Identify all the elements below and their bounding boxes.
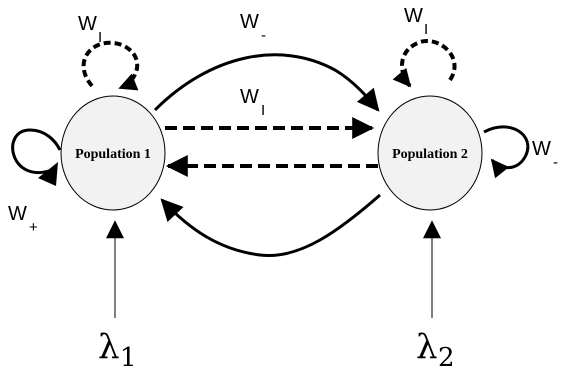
svg-text:-: - xyxy=(553,154,558,171)
svg-text:-: - xyxy=(261,27,266,44)
weight-label-cross-inhib: W I xyxy=(240,86,265,119)
self-excitation-loop-1 xyxy=(11,128,62,174)
svg-text:W: W xyxy=(78,13,97,35)
population-1-node xyxy=(60,95,166,211)
self-inhibition-loop-2 xyxy=(392,39,457,88)
input-label-lambda-2: λ 2 xyxy=(416,327,455,373)
self-loop-2 xyxy=(483,125,530,179)
svg-text:λ: λ xyxy=(416,327,438,367)
weight-label-cross-minus: W - xyxy=(240,11,266,44)
self-excitation-arrowhead-1 xyxy=(38,162,58,186)
population-1-label: Population 1 xyxy=(75,147,151,162)
input-label-lambda-1: λ 1 xyxy=(98,327,137,373)
cross-excitation-1-to-2 xyxy=(153,53,380,112)
svg-text:+: + xyxy=(29,219,38,236)
svg-text:I: I xyxy=(261,102,265,119)
weight-label-self-inhib-2: W I xyxy=(404,5,428,38)
svg-text:1: 1 xyxy=(120,343,137,373)
svg-text:W: W xyxy=(532,138,551,160)
weight-label-self-excite-1: W + xyxy=(8,203,38,236)
weight-label-self-inhib-1: W I xyxy=(78,13,102,46)
svg-text:I: I xyxy=(424,21,428,38)
svg-text:λ: λ xyxy=(98,327,120,367)
svg-text:W: W xyxy=(404,5,423,27)
svg-text:W: W xyxy=(240,11,259,33)
svg-text:I: I xyxy=(98,29,102,46)
svg-text:W: W xyxy=(8,203,27,225)
svg-text:W: W xyxy=(240,86,259,108)
svg-text:2: 2 xyxy=(438,343,455,373)
weight-label-self-minus-2: W - xyxy=(532,138,558,171)
population-2-label: Population 2 xyxy=(392,147,468,162)
cross-excitation-2-to-1 xyxy=(160,193,381,258)
population-2-node xyxy=(377,95,483,211)
self-inhibition-loop-1 xyxy=(81,40,140,91)
